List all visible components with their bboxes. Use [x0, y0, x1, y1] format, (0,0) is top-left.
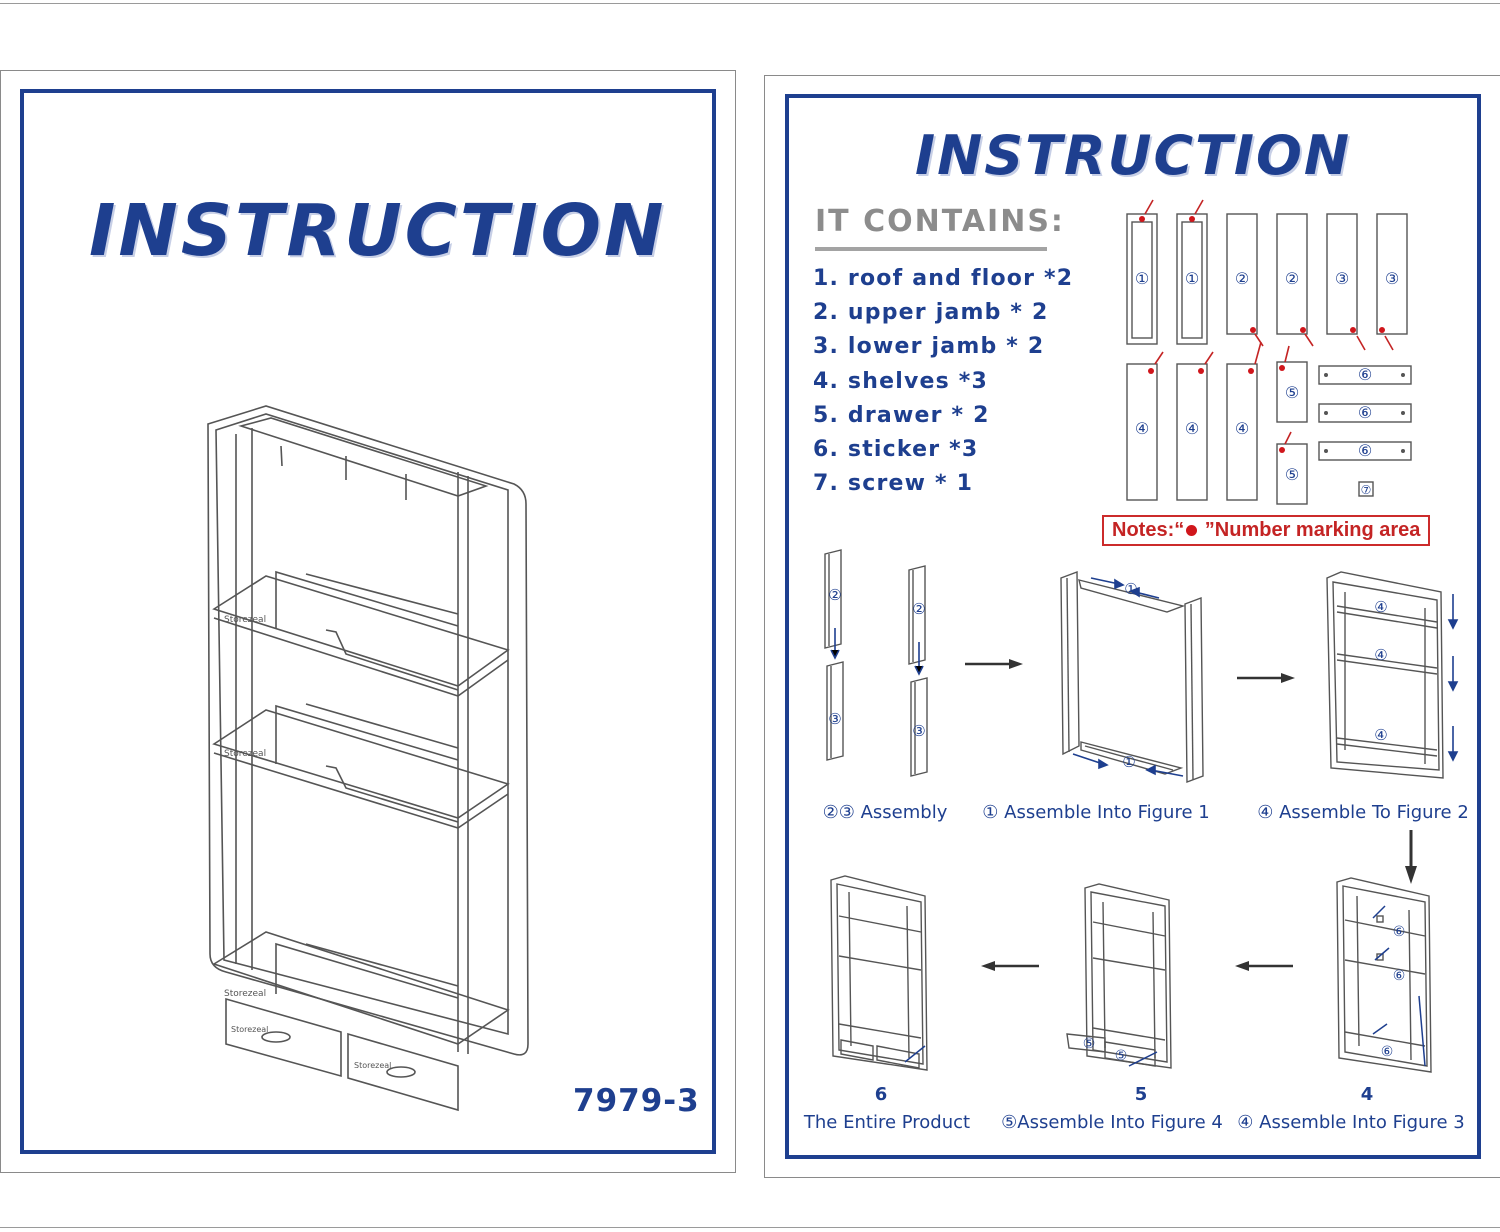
part-marker: ⑤ [1285, 383, 1299, 402]
step-number: 6 [874, 1084, 888, 1105]
step-number: 4 [1360, 1084, 1374, 1105]
part-marker: ① [1135, 269, 1149, 288]
diagram-marker: ③ [828, 710, 841, 728]
cover-page: INSTRUCTION [0, 70, 736, 1173]
step-caption: ① Assemble Into Figure 1 [982, 802, 1210, 823]
part-marker: ② [1235, 269, 1249, 288]
step-caption: ⑤Assemble Into Figure 4 [1001, 1112, 1223, 1133]
part-item: 5. drawer * 2 [813, 402, 990, 428]
step-drawers-diagram: ⑤ ⑤ [1066, 883, 1172, 1069]
step-frame-diagram: ① ① [1060, 570, 1204, 784]
part-marker: ⑥ [1358, 441, 1372, 460]
arrow-left-icon [981, 961, 1039, 971]
arrow-left-icon [1235, 961, 1293, 971]
diagram-marker: ② [912, 600, 925, 618]
parts-list: 1. roof and floor *2 2. upper jamb * 2 3… [813, 262, 1073, 501]
part-marker: ③ [1335, 269, 1349, 288]
arrow-down-icon [1405, 830, 1417, 884]
contains-heading: IT CONTAINS: [815, 204, 1065, 239]
part-marker: ⑥ [1358, 403, 1372, 422]
instruction-page: INSTRUCTION IT CONTAINS: 1. roof and flo… [764, 75, 1500, 1178]
instruction-frame [785, 94, 1481, 1159]
model-code: 7979-3 [573, 1083, 700, 1119]
arrow-right-icon [965, 659, 1023, 669]
diagram-marker: ③ [912, 722, 925, 740]
part-item: 1. roof and floor *2 [813, 266, 1074, 291]
cover-title: INSTRUCTION [89, 189, 667, 272]
part-marker: ① [1185, 269, 1199, 288]
drawer-brand-label: Storezeal [354, 1061, 391, 1070]
diagram-marker: ④ [1374, 646, 1387, 664]
part-marker: ③ [1385, 269, 1399, 288]
shelf-brand-label: Storezeal [224, 749, 266, 759]
red-dot-icon [1186, 524, 1198, 536]
step-stickers-diagram: ⑥ ⑥ ⑥ [1336, 877, 1432, 1073]
cover-frame [20, 89, 716, 1154]
drawer-brand-label: Storezeal [231, 1025, 268, 1034]
part-item: 6. sticker *3 [813, 436, 979, 462]
step-shelves-diagram: ④ ④ ④ [1326, 571, 1459, 779]
diagram-marker: ⑥ [1393, 924, 1406, 940]
step-caption: The Entire Product [803, 1112, 971, 1133]
step-caption: ④ Assemble Into Figure 3 [1237, 1112, 1465, 1133]
part-marker: ⑥ [1358, 365, 1372, 384]
step-number: 5 [1134, 1084, 1148, 1105]
diagram-marker: ⑤ [1083, 1036, 1096, 1052]
instruction-title: INSTRUCTION [915, 124, 1352, 187]
diagram-marker: ⑥ [1393, 968, 1406, 984]
diagram-marker: ④ [1374, 726, 1387, 744]
part-marker: ② [1285, 269, 1299, 288]
contains-underline [815, 247, 1047, 251]
arrow-right-icon [1237, 673, 1295, 683]
top-rule [0, 3, 1500, 4]
diagram-marker: ② [828, 586, 841, 604]
part-marker: ④ [1185, 419, 1199, 438]
diagram-marker: ① [1122, 753, 1135, 771]
notes-box: Notes:“ ”Number marking area [1102, 515, 1431, 546]
shelf-brand-label: Storezeal [224, 615, 266, 625]
shelf-brand-label: Storezeal [224, 989, 266, 999]
part-marker: ⑤ [1285, 465, 1299, 484]
part-item: 4. shelves *3 [813, 368, 988, 394]
step-complete-product-diagram [830, 875, 928, 1071]
diagram-marker: ④ [1374, 598, 1387, 616]
diagram-marker: ⑥ [1381, 1044, 1394, 1060]
diagram-marker: ① [1124, 580, 1137, 598]
parts-diagram: ① ① ② ② ③ ③ ④ ④ ④ ⑤ ⑤ ⑥ ⑥ ⑥ ⑦ [1126, 199, 1412, 505]
part-marker: ④ [1135, 419, 1149, 438]
bottom-rule [0, 1227, 1500, 1228]
step-caption: ②③ Assembly [822, 802, 948, 823]
diagram-marker: ⑤ [1115, 1048, 1128, 1064]
part-marker: ④ [1235, 419, 1249, 438]
part-item: 2. upper jamb * 2 [813, 300, 1049, 326]
notes-prefix: Notes:“ [1112, 519, 1185, 541]
part-item: 7. screw * 1 [813, 471, 974, 497]
step-jamb-assembly-diagram: ② ② ③ ③ [824, 549, 928, 777]
part-item: 3. lower jamb * 2 [813, 334, 1045, 360]
shelf-unit-illustration: Storezeal Storezeal Storezeal Storezeal … [207, 405, 529, 1112]
step-caption: ④ Assemble To Figure 2 [1257, 802, 1469, 823]
notes-suffix: ”Number marking area [1199, 519, 1421, 541]
part-marker: ⑦ [1361, 483, 1372, 497]
